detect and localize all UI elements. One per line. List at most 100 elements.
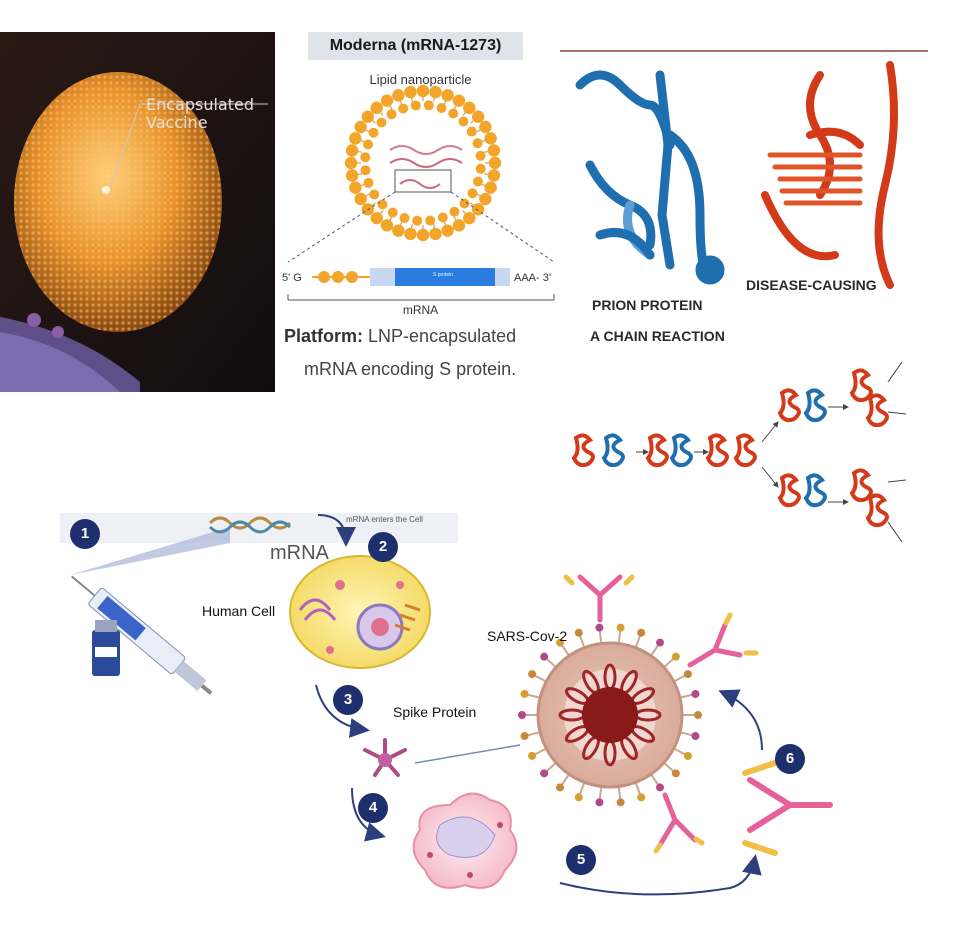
lipid-head [429, 85, 442, 99]
lipid-head [467, 188, 478, 199]
lipid-head [386, 109, 397, 120]
sars-cov-2-label: SARS-Cov-2 [487, 628, 568, 644]
virus-spike [556, 783, 565, 792]
mrna-strand-2 [389, 158, 463, 168]
virus-spike [683, 670, 692, 679]
lipid-head [368, 127, 379, 138]
chain-reaction-label: A CHAIN REACTION [590, 328, 725, 344]
prion-molecule [601, 433, 625, 468]
zoom-line-right [450, 191, 555, 263]
lipid-head [360, 152, 371, 163]
encapsulated-vaccine-image: Encapsulated Vaccine [0, 32, 275, 392]
mrna-strand-1 [389, 145, 463, 155]
antibody-large-icon [742, 760, 833, 856]
lipid-head [363, 177, 374, 188]
virus-spike [595, 798, 604, 807]
disease-causing-label: DISEASE-CAUSING [746, 277, 877, 293]
lipid-head [412, 215, 423, 226]
prion-chain-reaction-image [566, 352, 930, 552]
prion-molecule [849, 368, 873, 403]
lipid-head [463, 101, 476, 115]
lipid-head [437, 212, 448, 223]
prion-protein-image: PRION PROTEIN DISEASE-CAUSING A CHAIN RE… [560, 45, 928, 350]
lnp-drawing [287, 84, 555, 301]
lipid-head [345, 144, 359, 157]
sars-cov-2-virus-icon [518, 623, 702, 807]
lipid-head [479, 120, 492, 134]
s-protein-bar [395, 268, 495, 286]
lipid-head [354, 120, 367, 134]
virus-spike [540, 769, 549, 778]
virus-spike [574, 793, 583, 802]
label-line-1: Encapsulated [146, 95, 255, 114]
mrna-label: mRNA [270, 542, 329, 564]
prion-molecule [865, 493, 889, 528]
mrna-enters-label: mRNA enters the Cell [346, 515, 423, 524]
lipid-head [370, 101, 383, 115]
virus-spike [694, 711, 702, 719]
prion-molecule [849, 468, 873, 503]
virus-spike [520, 689, 529, 698]
lipid-head [387, 207, 398, 218]
cap-bead [318, 271, 330, 283]
prion-molecule [777, 473, 801, 508]
mechanism-drawing [60, 513, 833, 896]
lipid-head [363, 139, 374, 150]
lipid-head [404, 85, 417, 99]
virus-spike [671, 769, 680, 778]
lipid-head [487, 169, 501, 182]
platform-line-2: mRNA encoding S protein. [304, 359, 517, 379]
injection-beam [70, 527, 230, 575]
platform-label: Platform: [284, 326, 364, 346]
three-prime-label: AAA- 3' [514, 272, 551, 284]
virus-spike [655, 638, 664, 647]
prion-molecule [669, 433, 693, 468]
lipid-head [458, 116, 469, 127]
prion-molecule [645, 433, 669, 468]
lipid-bilayer-ring [344, 84, 502, 242]
antibody-icon [563, 574, 635, 623]
lipid-head [471, 110, 485, 123]
prion-protein-blue-structure [575, 70, 725, 285]
lipid-head [349, 181, 362, 194]
platform-line-1: Platform: LNP-encapsulated [284, 326, 516, 347]
prion-molecule [865, 393, 889, 428]
nanoparticle-illustration [0, 32, 275, 392]
lipid-head [452, 219, 466, 232]
prion-protein-label: PRION PROTEIN [592, 297, 703, 313]
spike-protein-label: Spike Protein [393, 704, 477, 720]
virus-spike [528, 751, 537, 760]
lipid-head [423, 100, 434, 111]
lipid-head [484, 132, 497, 145]
lipid-head [429, 227, 442, 241]
lipid-head [361, 110, 375, 123]
lipid-head [349, 132, 362, 145]
virus-spike [520, 732, 529, 741]
vaccine-mechanism-diagram: mRNA enters the Cell mRNA Human Cell SAR… [0, 505, 960, 926]
step-3-badge: 3 [333, 685, 363, 715]
lipid-head [392, 224, 405, 237]
virus-spike [671, 652, 680, 661]
virus-spike [616, 623, 625, 632]
virus-spike [518, 711, 526, 719]
lipid-head [360, 165, 371, 176]
human-cell-icon [289, 555, 431, 669]
lipid-head [441, 224, 454, 237]
virus-spike [691, 689, 700, 698]
lipid-head [441, 89, 454, 102]
step-5-badge: 5 [566, 845, 596, 875]
prion-molecule [777, 388, 801, 423]
label-line-2: Vaccine [146, 113, 208, 132]
spike-protein-icon [363, 738, 407, 777]
lipid-head [449, 206, 460, 217]
human-cell-label: Human Cell [202, 603, 276, 619]
mrna-label: mRNA [402, 303, 439, 317]
mrna-helix [208, 516, 292, 530]
cap-bead [332, 271, 344, 283]
prion-molecule [803, 473, 827, 508]
platform-text-1: LNP-encapsulated [368, 326, 517, 346]
moderna-title: Moderna (mRNA-1273) [308, 32, 523, 60]
cap-bead [346, 271, 358, 283]
lipid-head [345, 169, 359, 182]
lipid-head [376, 117, 387, 128]
